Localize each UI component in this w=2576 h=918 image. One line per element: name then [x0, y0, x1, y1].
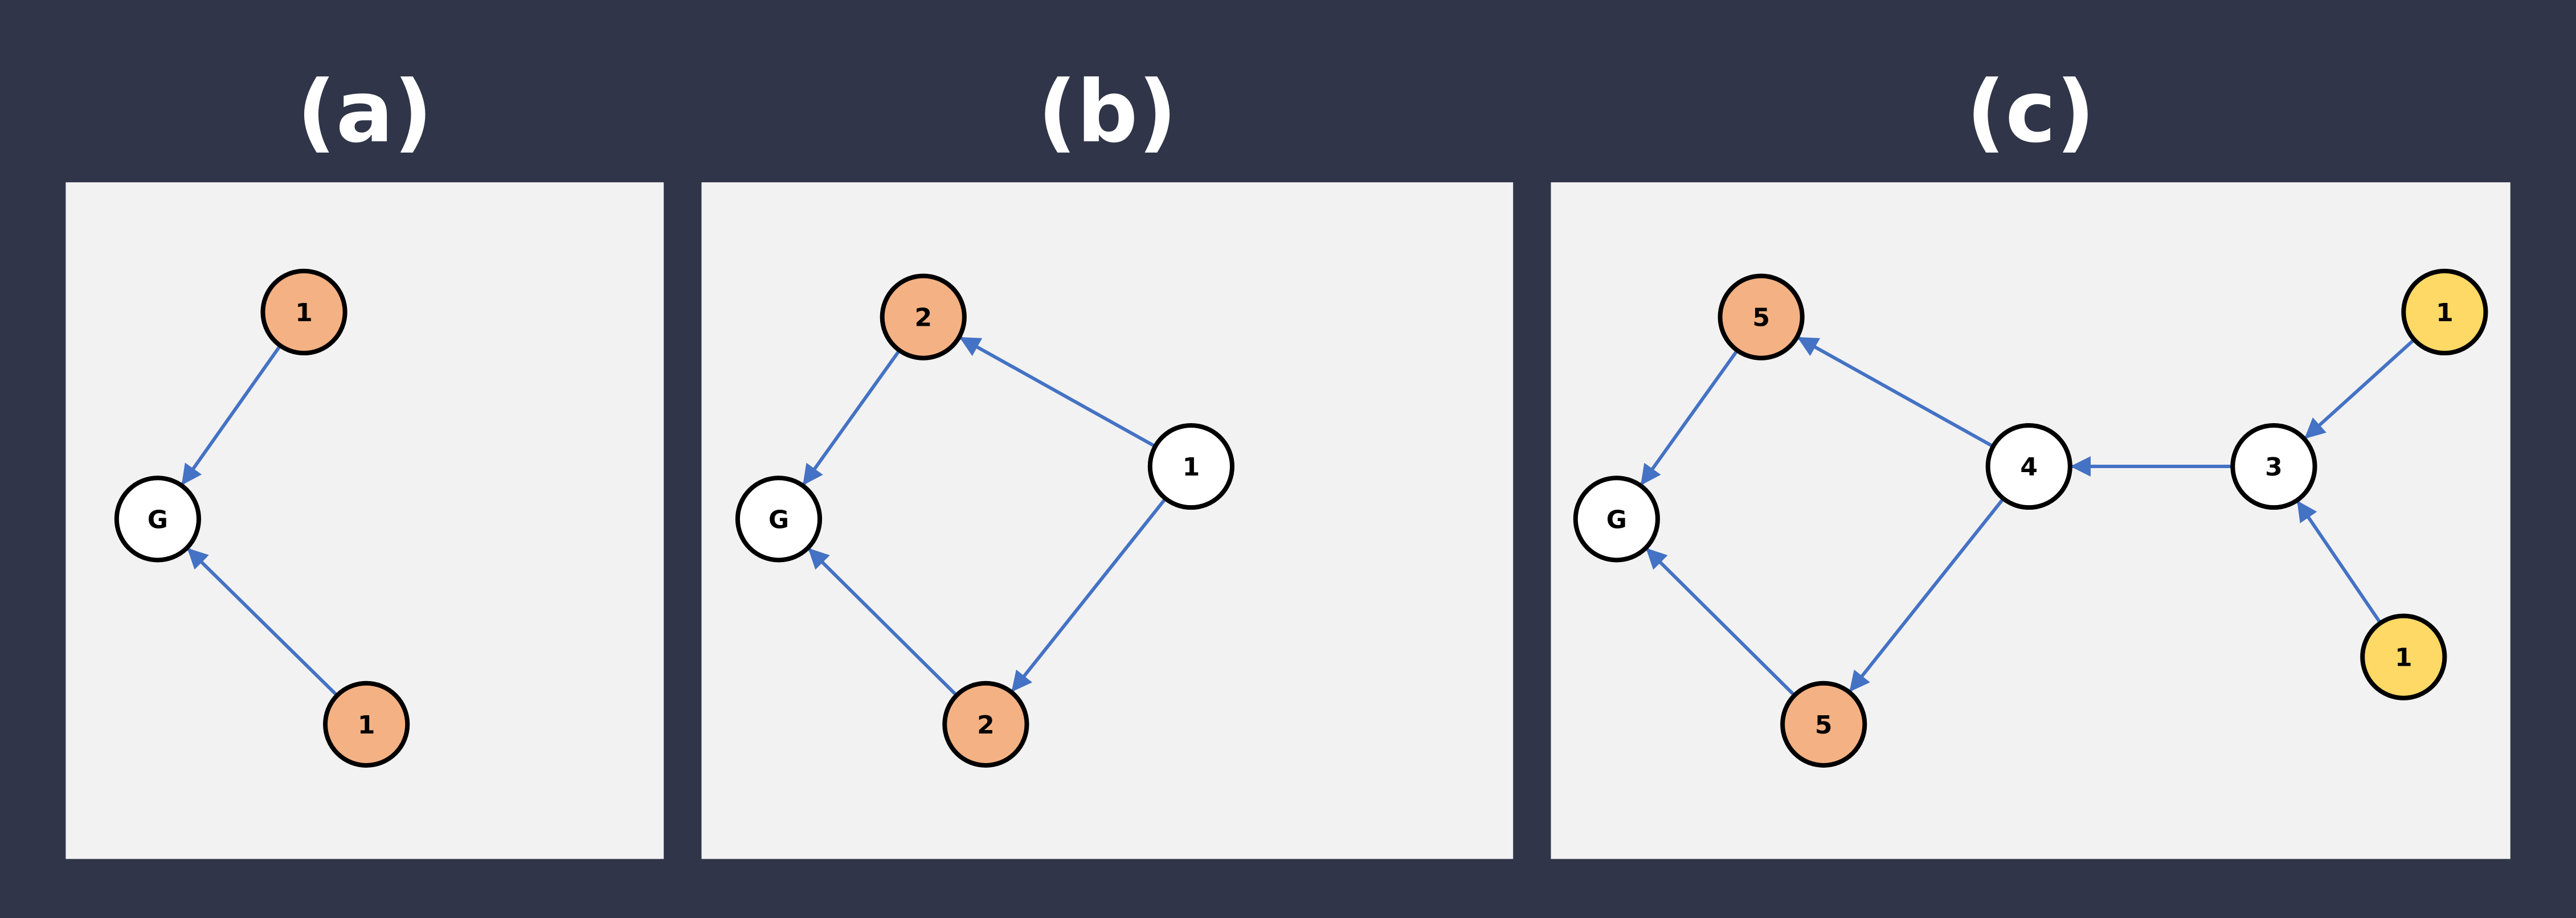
node-a2: 1: [323, 681, 410, 768]
node-b2b: 2: [942, 681, 1029, 768]
panel-background: [701, 182, 1514, 859]
node-c4: 4: [1985, 423, 2072, 510]
node-label: G: [768, 505, 789, 534]
edge-a1-aG: [181, 345, 282, 486]
edge-c4-c5b: [1849, 497, 2005, 692]
node-circle: [1573, 476, 1660, 563]
node-label: G: [1606, 505, 1627, 534]
node-label: 2: [977, 711, 995, 740]
node-circle: [323, 681, 410, 768]
panel-background: [1551, 182, 2510, 859]
edge-b2t-bG: [802, 349, 901, 486]
node-label: 5: [1815, 711, 1833, 740]
node-c5b: 5: [1780, 681, 1867, 768]
edge-c5b-cG: [1646, 548, 1796, 697]
edge-c4-c5t: [1797, 337, 1994, 448]
node-b1: 1: [1147, 423, 1234, 510]
node-circle: [735, 476, 823, 563]
node-c3: 3: [2230, 423, 2317, 510]
node-circle: [2401, 268, 2488, 356]
node-aG: G: [114, 476, 201, 563]
node-label: 1: [358, 711, 375, 740]
edge-c1b-c3: [2296, 500, 2382, 624]
node-label: 1: [1183, 453, 1200, 482]
node-circle: [1718, 273, 1805, 360]
panel-title: (b): [1038, 63, 1177, 162]
node-b2t: 2: [880, 273, 967, 360]
node-label: 1: [2436, 298, 2454, 327]
node-cG: G: [1573, 476, 1660, 563]
node-circle: [2360, 613, 2447, 700]
node-a1: 1: [260, 268, 347, 356]
edge-b1-b2b: [1011, 497, 1167, 692]
node-label: 1: [295, 298, 313, 327]
node-circle: [1780, 681, 1867, 768]
node-circle: [260, 268, 347, 356]
node-c5t: 5: [1718, 273, 1805, 360]
node-c1t: 1: [2401, 268, 2488, 356]
node-circle: [114, 476, 201, 563]
node-label: 4: [2020, 453, 2038, 482]
node-circle: [1147, 423, 1234, 510]
node-circle: [2230, 423, 2317, 510]
node-label: 3: [2265, 453, 2283, 482]
node-label: 2: [914, 304, 932, 333]
edge-b2b-bG: [808, 548, 958, 697]
node-circle: [942, 681, 1029, 768]
edge-b1-b2t: [959, 337, 1156, 448]
node-circle: [880, 273, 967, 360]
edge-c5t-cG: [1640, 349, 1739, 486]
panel-title: (a): [297, 63, 432, 162]
node-bG: G: [735, 476, 823, 563]
panel-a: (a)1G1: [66, 63, 664, 859]
edge-a2-aG: [187, 548, 338, 697]
edge-c1t-c3: [2304, 338, 2415, 439]
node-label: 5: [1752, 304, 1770, 333]
node-circle: [1985, 423, 2072, 510]
node-label: G: [148, 505, 168, 534]
panel-title: (c): [1966, 63, 2095, 162]
node-c1b: 1: [2360, 613, 2447, 700]
node-label: 1: [2395, 644, 2413, 673]
